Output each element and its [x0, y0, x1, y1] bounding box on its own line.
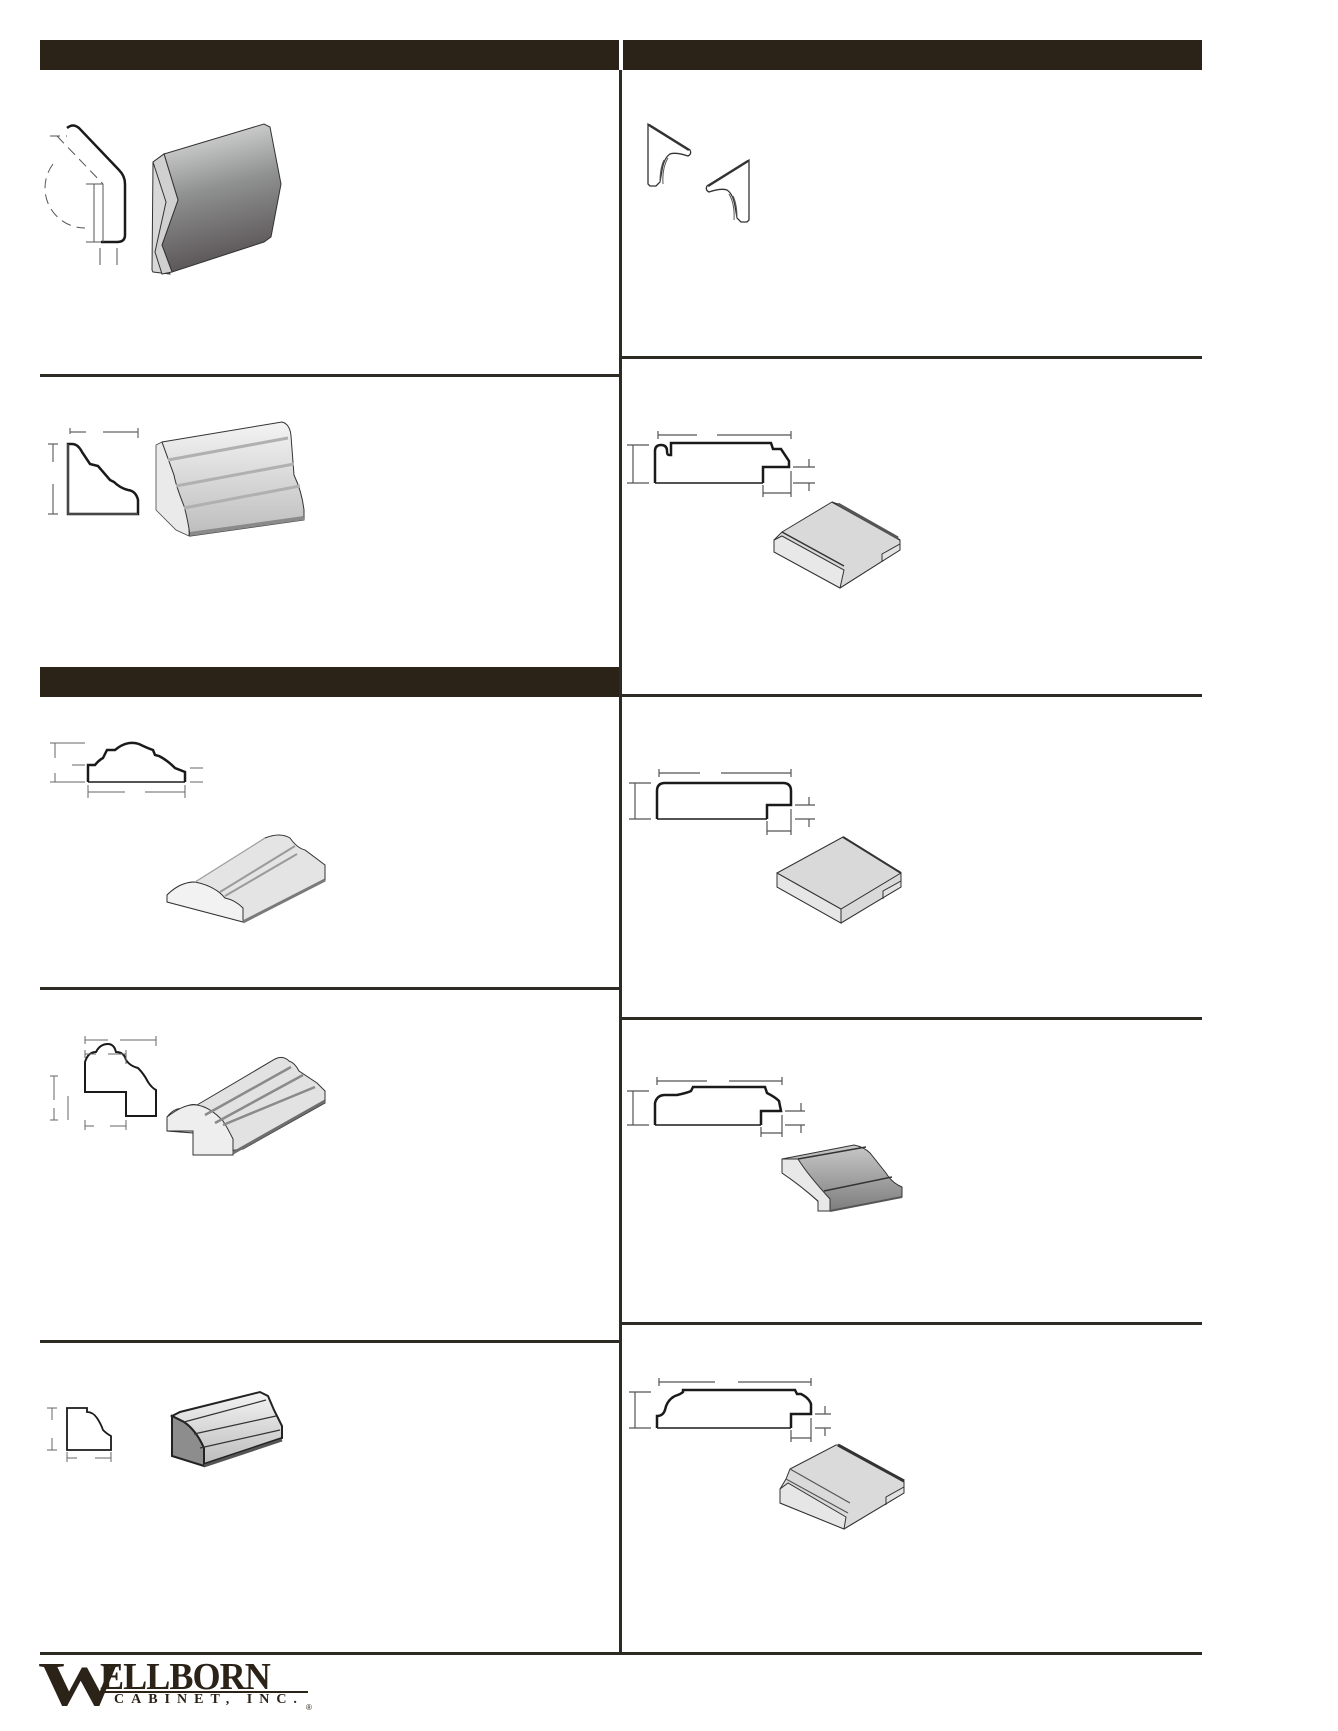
- section-divider: [40, 374, 620, 377]
- section-divider: [40, 987, 620, 990]
- 3d-render-icon: [781, 1144, 903, 1212]
- section-divider: [620, 1322, 1202, 1325]
- header-bar-right: [623, 40, 1202, 70]
- profile-drawing-icon: [627, 1077, 805, 1137]
- section-divider: [620, 694, 1202, 697]
- profile-drawing-icon: [629, 1378, 831, 1442]
- footer-rule: [40, 1652, 1202, 1655]
- 3d-render-icon: [166, 834, 326, 924]
- profile-drawing-icon: [629, 769, 815, 835]
- header-bar-left-middle: [40, 667, 620, 697]
- header-bar-left: [40, 40, 619, 70]
- section-divider: [620, 356, 1202, 359]
- 3d-render-icon: [779, 1443, 905, 1530]
- column-divider: [619, 70, 622, 1654]
- logo-subtitle: CABINET, INC.: [114, 1692, 304, 1707]
- section-divider: [620, 1017, 1202, 1020]
- registered-mark: ®: [306, 1703, 312, 1712]
- profile-drawing-icon: [627, 431, 815, 497]
- bracket-left-icon: [647, 122, 692, 187]
- profile-drawing-icon: [48, 428, 140, 516]
- 3d-render-icon: [166, 1056, 326, 1156]
- 3d-render-icon: [776, 836, 902, 924]
- logo-rule: [103, 1691, 308, 1693]
- logo-name: ELLBORN: [100, 1656, 271, 1698]
- logo-initial: W: [38, 1651, 122, 1719]
- 3d-render-icon: [773, 501, 901, 589]
- 3d-render-icon: [151, 123, 282, 275]
- section-divider: [40, 1340, 620, 1343]
- profile-drawing-icon: [50, 741, 203, 798]
- 3d-render-icon: [169, 1390, 283, 1468]
- profile-drawing-icon: [44, 124, 127, 265]
- profile-drawing-icon: [50, 1036, 157, 1130]
- 3d-render-icon: [155, 421, 305, 537]
- profile-drawing-icon: [47, 1407, 112, 1462]
- bracket-right-icon: [705, 158, 750, 223]
